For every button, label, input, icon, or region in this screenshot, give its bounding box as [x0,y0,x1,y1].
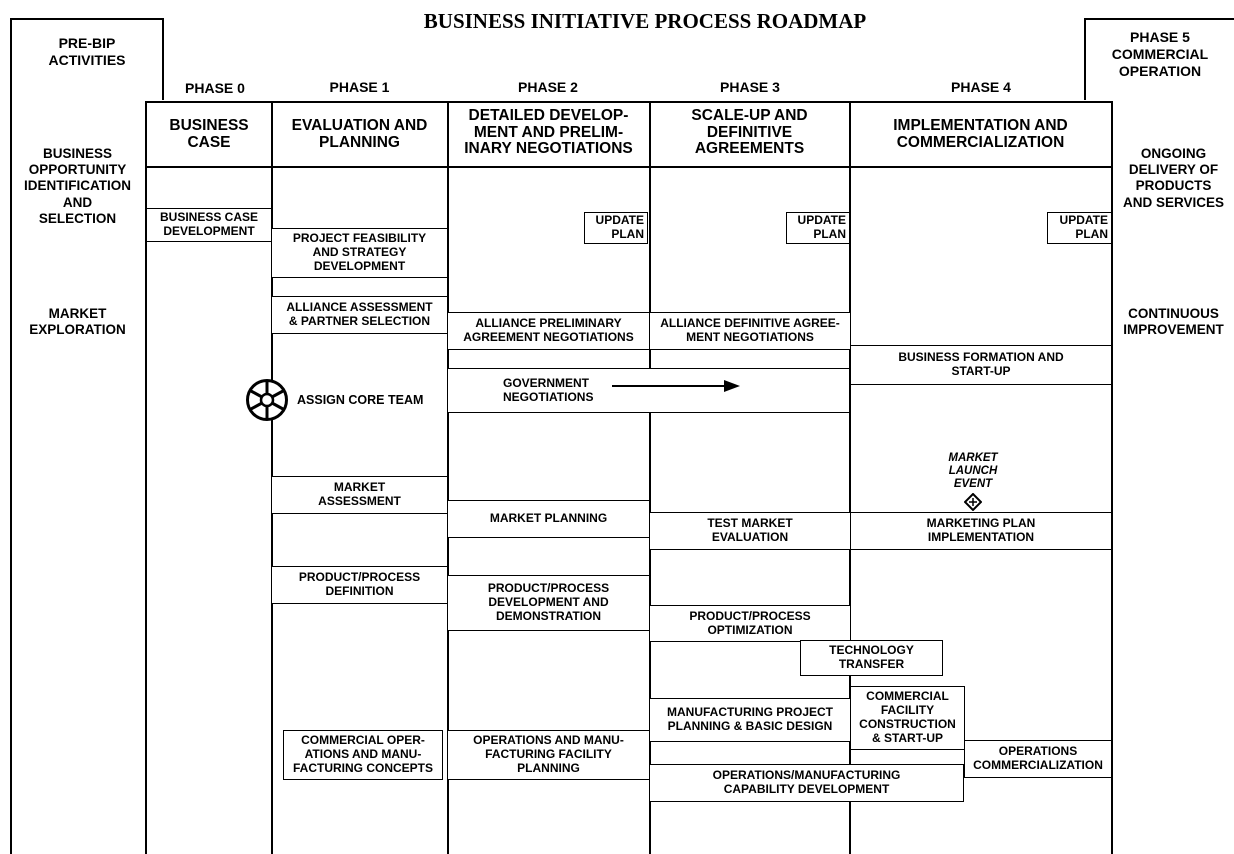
phase0-header: BUSINESS CASE [169,117,249,151]
update-plan-phase3-box: UPDATE PLAN [786,212,850,244]
product-process-development-box: PRODUCT/PROCESS DEVELOPMENT AND DEMONSTR… [447,575,650,631]
government-negotiations-box: GOVERNMENT NEGOTIATIONS [447,368,850,413]
product-process-optimization-box: PRODUCT/PROCESS OPTIMIZATION [649,605,851,642]
pre-bip-right-border [162,18,164,100]
market-exploration-label: MARKET EXPLORATION [29,306,126,338]
business-formation-box: BUSINESS FORMATION AND START-UP [850,345,1112,385]
government-negotiations-label: GOVERNMENT NEGOTIATIONS [503,375,594,404]
pre-bip-left-border [10,18,12,854]
phase2-label: PHASE 2 [518,79,578,95]
marketing-plan-implementation-box: MARKETING PLAN IMPLEMENTATION [850,512,1112,550]
market-planning-box: MARKET PLANNING [447,500,650,538]
market-launch-event-label: MARKET LAUNCH EVENT [948,452,998,490]
phase4-divider [849,101,851,854]
ongoing-delivery-label: ONGOING DELIVERY OF PRODUCTS AND SERVICE… [1122,146,1225,210]
alliance-definitive-box: ALLIANCE DEFINITIVE AGREE- MENT NEGOTIAT… [649,312,851,350]
alliance-assessment-box: ALLIANCE ASSESSMENT & PARTNER SELECTION [271,296,448,334]
assign-core-team-label: ASSIGN CORE TEAM [297,393,424,407]
product-process-definition-box: PRODUCT/PROCESS DEFINITION [271,566,448,604]
phase4-header: IMPLEMENTATION AND COMMERCIALIZATION [893,117,1068,151]
business-opportunity-label: BUSINESS OPPORTUNITY IDENTIFICATION AND … [24,146,131,226]
operations-capability-box: OPERATIONS/MANUFACTURING CAPABILITY DEVE… [649,764,964,802]
update-plan-phase4-box: UPDATE PLAN [1047,212,1112,244]
phase0-label: PHASE 0 [185,80,245,96]
phase1-header: EVALUATION AND PLANNING [291,117,428,151]
launch-diamond-icon [963,492,983,512]
phase5-top-border [1084,18,1234,20]
operations-commercialization-box: OPERATIONS COMMERCIALIZATION [964,740,1112,778]
phase3-divider [649,101,651,854]
grid-right-border [1111,101,1113,854]
phase4-label: PHASE 4 [951,79,1011,95]
core-team-wheel-icon [245,378,289,422]
business-case-development-box: BUSINESS CASE DEVELOPMENT [146,208,272,242]
phase5-label: PHASE 5 COMMERCIAL OPERATION [1111,29,1209,79]
phase3-header: SCALE-UP AND DEFINITIVE AGREEMENTS [691,107,808,158]
operations-facility-planning-box: OPERATIONS AND MANU- FACTURING FACILITY … [447,730,650,780]
technology-transfer-box: TECHNOLOGY TRANSFER [800,640,943,676]
continuous-improvement-label: CONTINUOUS IMPROVEMENT [1123,306,1224,338]
test-market-evaluation-box: TEST MARKET EVALUATION [649,512,851,550]
phase5-left-border [1084,18,1086,100]
alliance-preliminary-box: ALLIANCE PRELIMINARY AGREEMENT NEGOTIATI… [447,312,650,350]
commercial-facility-box: COMMERCIAL FACILITY CONSTRUCTION & START… [850,686,965,750]
arrow-right-icon [612,378,742,394]
commercial-operations-concepts-box: COMMERCIAL OPER- ATIONS AND MANU- FACTUR… [283,730,443,780]
diagram-title: BUSINESS INITIATIVE PROCESS ROADMAP [423,9,867,33]
update-plan-phase2-box: UPDATE PLAN [584,212,648,244]
phase2-header: DETAILED DEVELOP- MENT AND PRELIM- INARY… [464,107,633,158]
pre-bip-label: PRE-BIP ACTIVITIES [48,35,126,68]
manufacturing-project-box: MANUFACTURING PROJECT PLANNING & BASIC D… [649,698,851,742]
pre-bip-top-border [10,18,163,20]
phase3-label: PHASE 3 [720,79,780,95]
header-bottom-line [145,166,1113,168]
phase1-label: PHASE 1 [329,79,390,95]
grid-left-border [145,101,147,854]
grid-top-border [145,101,1113,103]
market-assessment-box: MARKET ASSESSMENT [271,476,448,514]
project-feasibility-box: PROJECT FEASIBILITY AND STRATEGY DEVELOP… [271,228,448,278]
